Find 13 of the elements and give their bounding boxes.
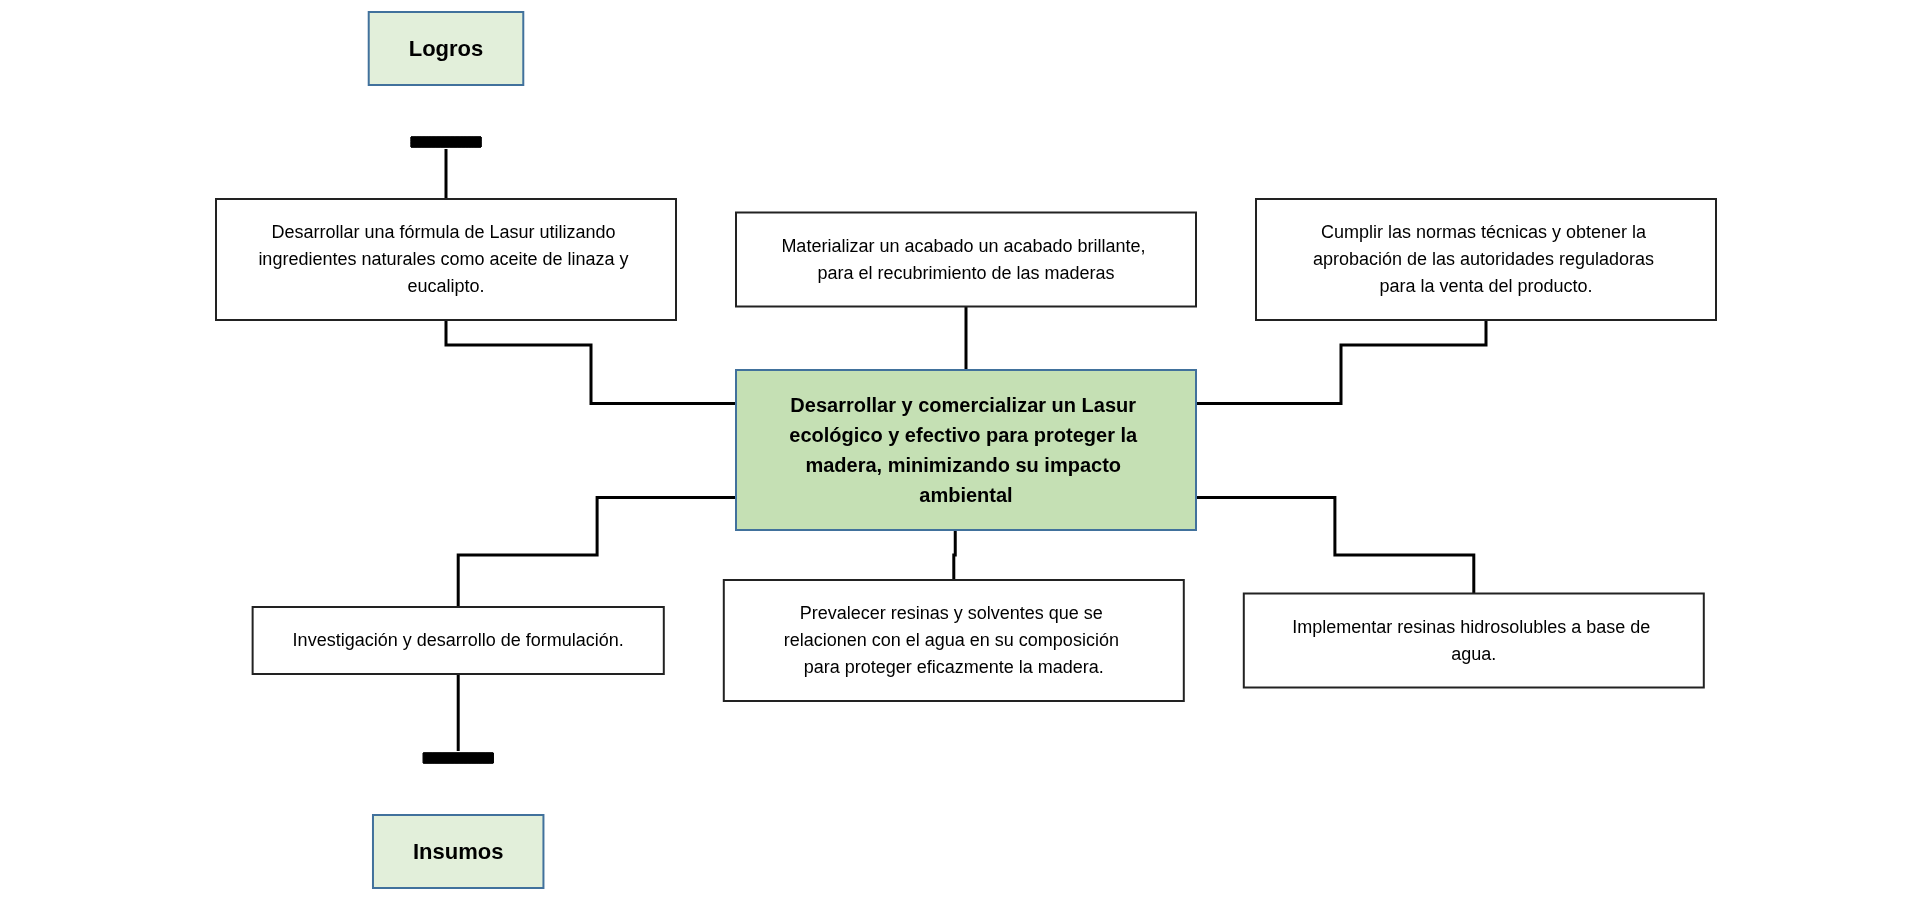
connector [444,147,447,201]
connector [1195,496,1475,595]
connector [964,305,967,372]
node-box: Investigación y desarrollo de formulación. [251,606,665,675]
node-box: Implementar resinas hidrosolubles a base de agua. [1242,592,1705,689]
node-box: Prevalecer resinas y solventes que se relacionen con el agua en su composición para proteger eficazmente la madera. [722,579,1185,702]
node-box: Logros [367,11,524,86]
node-box: Desarrollar y comercializar un Lasur ecológico y efectivo para proteger la madera, minimizando su impacto ambiental [734,369,1197,531]
node-box: Materializar un acabado un acabado brillante, para el recubrimiento de las maderas [734,211,1197,308]
node-box: Cumplir las normas técnicas y obtener la aprobación de las autoridades reguladoras para la venta del producto. [1254,198,1717,321]
connector [456,496,736,609]
node-box: Desarrollar una fórmula de Lasur utilizando ingredientes naturales como aceite de linaza y eucalipto. [214,198,677,321]
node-box: Insumos [371,814,544,889]
